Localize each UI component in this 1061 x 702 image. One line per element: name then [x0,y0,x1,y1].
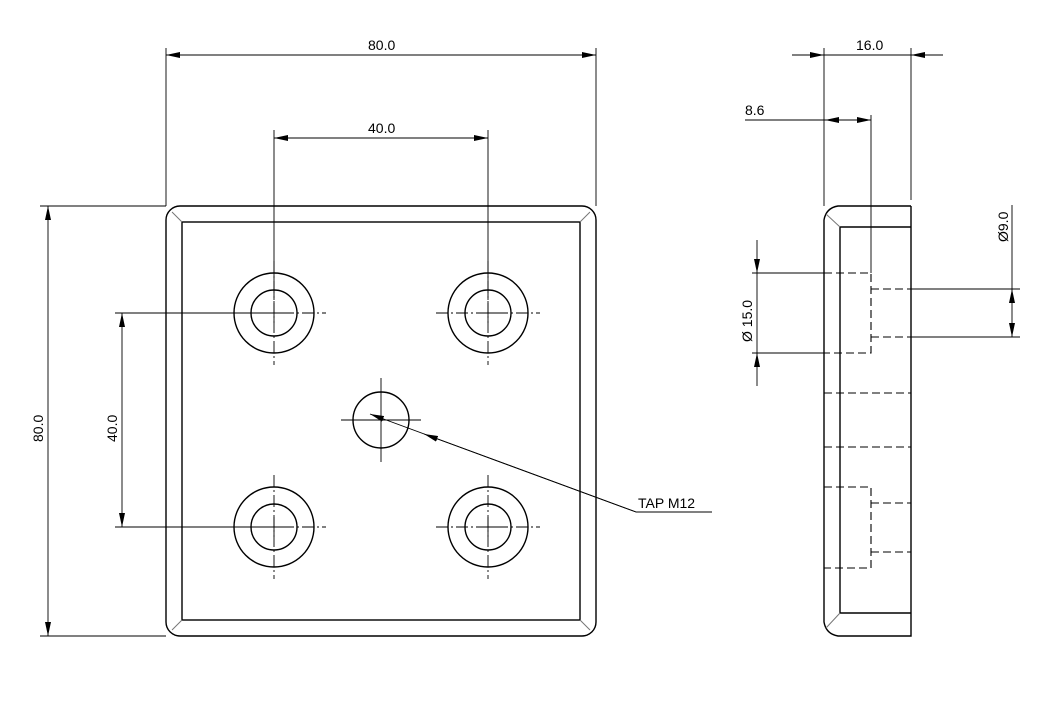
tap-label: TAP M12 [638,495,695,511]
side-outline [823,205,912,637]
hidden-counterbore [824,272,911,354]
counterbore-hole [436,475,540,579]
hidden-counterbore [824,486,911,569]
counterbore-diameter-dimension: Ø 15.0 [739,300,755,342]
side-view: 16.0 8.6 Ø 15.0 Ø9.0 [739,37,1020,637]
front-view: TAP M12 80.0 40.0 80.0 40.0 [30,37,712,637]
plate-chamfer-edge [181,221,581,621]
hole-spacing-horizontal: 40.0 [368,120,395,136]
width-dimension: 80.0 [368,37,395,53]
hole-spacing-vertical: 40.0 [104,415,120,442]
hidden-tapped-hole [824,392,911,448]
height-dimension: 80.0 [30,415,46,442]
tapped-hole [341,378,421,462]
through-hole-diameter-dimension: Ø9.0 [995,211,1011,242]
plate-outline [165,205,597,637]
thickness-dimension: 16.0 [856,37,883,53]
counterbore-depth-dimension: 8.6 [745,102,765,118]
corner-chamfers [171,211,591,631]
